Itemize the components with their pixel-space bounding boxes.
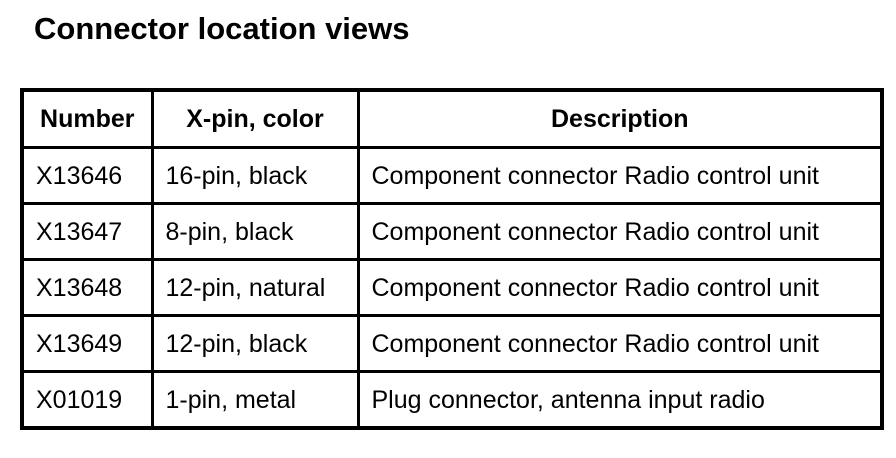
table-row: X13646 16-pin, black Component connector… [20, 146, 884, 205]
column-header-description: Description [356, 88, 884, 149]
table-body: X13646 16-pin, black Component connector… [20, 146, 884, 430]
page-title: Connector location views [34, 11, 410, 46]
cell-number: X13649 [20, 314, 154, 373]
cell-number: X13648 [20, 258, 154, 317]
table-header: Number X-pin, color Description [20, 88, 884, 149]
column-header-number: Number [20, 88, 154, 149]
column-header-pin-color: X-pin, color [150, 88, 360, 149]
cell-description: Component connector Radio control unit [356, 146, 884, 205]
cell-pin-color: 1-pin, metal [150, 370, 360, 430]
cell-description: Plug connector, antenna input radio [356, 370, 884, 430]
table-row: X01019 1-pin, metal Plug connector, ante… [20, 370, 884, 430]
header-row: Number X-pin, color Description [20, 88, 884, 149]
table-row: X13648 12-pin, natural Component connect… [20, 258, 884, 317]
cell-description: Component connector Radio control unit [356, 258, 884, 317]
cell-pin-color: 12-pin, black [150, 314, 360, 373]
table-row: X13647 8-pin, black Component connector … [20, 202, 884, 261]
cell-pin-color: 16-pin, black [150, 146, 360, 205]
cell-pin-color: 8-pin, black [150, 202, 360, 261]
cell-number: X13647 [20, 202, 154, 261]
cell-description: Component connector Radio control unit [356, 314, 884, 373]
cell-description: Component connector Radio control unit [356, 202, 884, 261]
cell-number: X01019 [20, 370, 154, 430]
connector-table: Number X-pin, color Description X13646 1… [20, 88, 884, 430]
cell-number: X13646 [20, 146, 154, 205]
table-row: X13649 12-pin, black Component connector… [20, 314, 884, 373]
cell-pin-color: 12-pin, natural [150, 258, 360, 317]
